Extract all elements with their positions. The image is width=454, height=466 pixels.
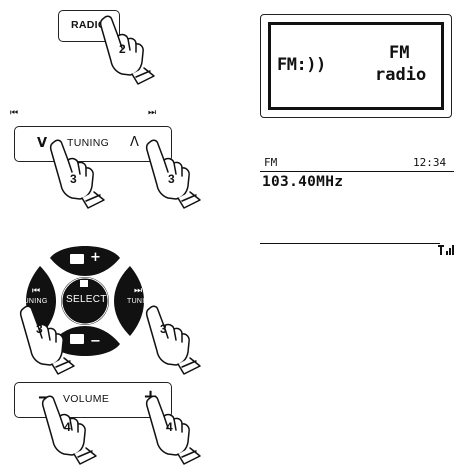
tuning-up-button[interactable]: Λ	[130, 135, 139, 150]
previous-track-icon: ⏮	[10, 108, 17, 118]
step-number: 4	[64, 420, 71, 434]
nav-bottom-minus-button[interactable]: −	[90, 334, 101, 349]
step-number: 2	[119, 42, 126, 56]
band-indicator: FM	[264, 156, 277, 169]
pointing-hand-icon	[40, 394, 112, 466]
fm-signal-text: FM:))	[277, 55, 326, 75]
header-divider	[260, 171, 454, 172]
pointing-hand-icon	[144, 138, 216, 210]
step-number: 4	[166, 420, 173, 434]
mode-display: FM:)) FM radio	[260, 14, 452, 118]
mode-display-screen: FM:)) FM radio	[268, 22, 444, 110]
station-display: FM 12:34 103.40MHz	[260, 156, 454, 258]
nav-top-plus-button[interactable]: +	[90, 250, 101, 265]
mode-line-2: radio	[375, 65, 426, 85]
step-number: 3	[160, 322, 167, 336]
pointing-hand-icon	[18, 304, 90, 376]
clock-display: 12:34	[413, 156, 446, 169]
step-number: 3	[70, 172, 77, 186]
step-number: 3	[168, 172, 175, 186]
signal-strength-icon	[438, 244, 454, 256]
next-track-icon: ⏭	[134, 286, 141, 296]
pointing-hand-icon	[144, 304, 216, 376]
pointing-hand-icon	[98, 14, 170, 86]
tuning-down-button[interactable]: V	[37, 136, 47, 151]
tuning-up-lobe	[50, 246, 120, 276]
pointing-hand-icon	[48, 138, 120, 210]
next-track-icon: ⏭	[148, 108, 155, 118]
mode-line-1: FM	[389, 43, 409, 63]
previous-track-icon: ⏮	[32, 286, 39, 296]
frequency-readout: 103.40MHz	[262, 174, 343, 190]
pointing-hand-icon	[144, 394, 216, 466]
footer-divider	[260, 243, 440, 244]
step-number: 3	[36, 322, 43, 336]
